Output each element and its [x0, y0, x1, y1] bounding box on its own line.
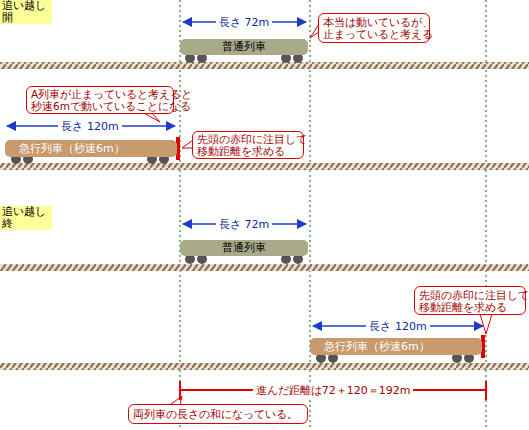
node-text: 追い越し開	[2, 0, 52, 24]
node-text: 急行列車（秒速6m）	[324, 341, 430, 353]
node-text: 追い越し終	[2, 206, 52, 230]
node-text: 普通列車	[222, 41, 266, 53]
node-text: 先頭の赤印に注目して 移動距離を求める	[419, 289, 521, 313]
rail-tracks	[0, 62, 529, 370]
dimension-label: 長さ 120m	[366, 320, 429, 333]
callout-note: 先頭の赤印に注目して 移動距離を求める	[192, 131, 304, 159]
express-train: 急行列車（秒速6m）	[310, 338, 482, 355]
dimension-label: 長さ 72m	[216, 16, 272, 29]
section-tag: 追い越し開	[0, 0, 52, 24]
node-text: A列車が止まっていると考えると 秒速6mで動いていることになる	[31, 88, 169, 112]
dimension-label: 長さ 72m	[216, 218, 272, 231]
node-text: 急行列車（秒速6m）	[19, 143, 125, 155]
dimension-arrows	[7, 22, 483, 326]
distance-label: 進んだ距離は72＋120＝192m	[253, 384, 414, 397]
callout-note: 先頭の赤印に注目して 移動距離を求める	[414, 286, 526, 315]
callout-note: 本当は動いているが、 止まっていると考える	[318, 13, 430, 43]
distance-bracket	[180, 381, 486, 400]
callout-note: A列車が止まっていると考えると 秒速6mで動いていることになる	[26, 86, 174, 114]
local-train: 普通列車	[180, 240, 308, 256]
node-text: 先頭の赤印に注目して 移動距離を求める	[197, 133, 299, 157]
node-text: 両列車の長さの和になっている。	[133, 408, 303, 420]
section-tag: 追い越し終	[0, 206, 52, 230]
callout-note: 両列車の長さの和になっている。	[128, 404, 308, 424]
callout-tails	[140, 24, 492, 405]
express-train: 急行列車（秒速6m）	[5, 140, 177, 157]
wheels	[11, 53, 474, 363]
node-text: 普通列車	[222, 242, 266, 254]
dimension-label: 長さ 120m	[58, 120, 121, 133]
local-train: 普通列車	[180, 39, 308, 55]
node-text: 本当は動いているが、 止まっていると考える	[323, 16, 425, 40]
